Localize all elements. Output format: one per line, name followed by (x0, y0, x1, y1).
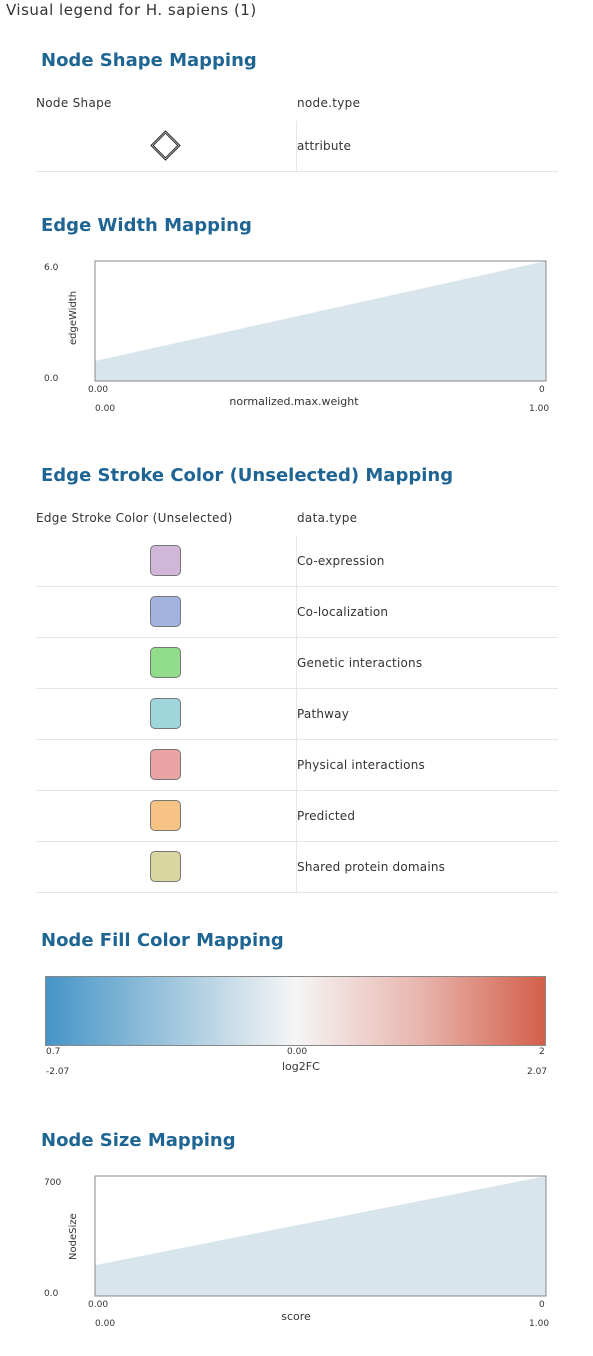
node-fill-right-value: 2.07 (527, 1067, 548, 1077)
color-swatch (150, 596, 181, 627)
edge-stroke-col-right: data.type (297, 511, 358, 525)
edge-width-chart: 6.0 0.0 edgeWidth 0.00 0 0.00 1.00 norma… (44, 260, 549, 414)
edge-width-x-min-value: 0.00 (95, 404, 115, 414)
node-size-x-max-value: 1.00 (529, 1319, 549, 1329)
table-row: Co-localization (36, 587, 558, 638)
color-swatch (150, 545, 181, 576)
edge-width-x-min: 0.00 (88, 385, 108, 395)
diamond-icon (150, 130, 181, 161)
node-type-label: attribute (297, 139, 352, 153)
color-swatch (150, 800, 181, 831)
table-row: Physical interactions (36, 740, 558, 791)
edge-stroke-title: Edge Stroke Color (Unselected) Mapping (41, 465, 454, 486)
node-fill-title: Node Fill Color Mapping (41, 930, 284, 951)
edge-width-x-max: 0 (539, 385, 545, 395)
color-swatch (150, 698, 181, 729)
color-swatch (150, 749, 181, 780)
node-fill-gradient (45, 976, 546, 1046)
table-row: Pathway (36, 689, 558, 740)
node-shape-title: Node Shape Mapping (41, 50, 257, 71)
node-size-x-min: 0.00 (88, 1300, 108, 1310)
data-type-label: Co-localization (297, 605, 389, 619)
node-fill-mid-tick: 0.00 (287, 1047, 308, 1057)
node-shape-col-left: Node Shape (36, 96, 112, 110)
node-shape-table: attribute (36, 121, 558, 172)
table-row: Genetic interactions (36, 638, 558, 689)
edge-width-y-max: 6.0 (44, 263, 59, 273)
edge-width-ylabel: edgeWidth (68, 291, 79, 345)
color-swatch (150, 851, 181, 882)
edge-width-xlabel: normalized.max.weight (229, 395, 359, 408)
page-title: Visual legend for H. sapiens (1) (6, 1, 257, 19)
node-fill-left-value: -2.07 (46, 1067, 70, 1077)
edge-width-title: Edge Width Mapping (41, 215, 252, 236)
data-type-label: Genetic interactions (297, 656, 423, 670)
table-row: attribute (36, 121, 558, 172)
node-size-x-max: 0 (539, 1300, 545, 1310)
edge-width-x-max-value: 1.00 (529, 404, 549, 414)
edge-width-y-min: 0.0 (44, 374, 59, 384)
node-fill-xlabel: log2FC (282, 1060, 320, 1073)
data-type-label: Physical interactions (297, 758, 425, 772)
table-row: Predicted (36, 791, 558, 842)
data-type-label: Predicted (297, 809, 356, 823)
node-size-ylabel: NodeSize (68, 1213, 79, 1260)
node-size-y-min: 0.0 (44, 1289, 59, 1299)
node-size-chart: 700 0.0 NodeSize 0.00 0 0.00 1.00 score (44, 1175, 549, 1329)
node-fill-left-tick: 0.7 (46, 1047, 61, 1057)
table-row: Co-expression (36, 536, 558, 587)
node-size-xlabel: score (281, 1310, 311, 1323)
color-swatch (150, 647, 181, 678)
edge-stroke-table: Co-expression Co-localization Genetic in… (36, 536, 558, 893)
node-size-area (95, 1176, 546, 1296)
edge-stroke-col-left: Edge Stroke Color (Unselected) (36, 511, 233, 525)
node-size-frame (94, 1175, 547, 1297)
data-type-label: Co-expression (297, 554, 385, 568)
node-size-y-max: 700 (44, 1178, 61, 1188)
data-type-label: Pathway (297, 707, 350, 721)
edge-width-area (95, 261, 546, 381)
data-type-label: Shared protein domains (297, 860, 446, 874)
node-size-title: Node Size Mapping (41, 1130, 236, 1151)
node-shape-col-right: node.type (297, 96, 361, 110)
node-size-x-min-value: 0.00 (95, 1319, 115, 1329)
node-fill-right-tick: 2 (539, 1047, 545, 1057)
table-row: Shared protein domains (36, 842, 558, 893)
